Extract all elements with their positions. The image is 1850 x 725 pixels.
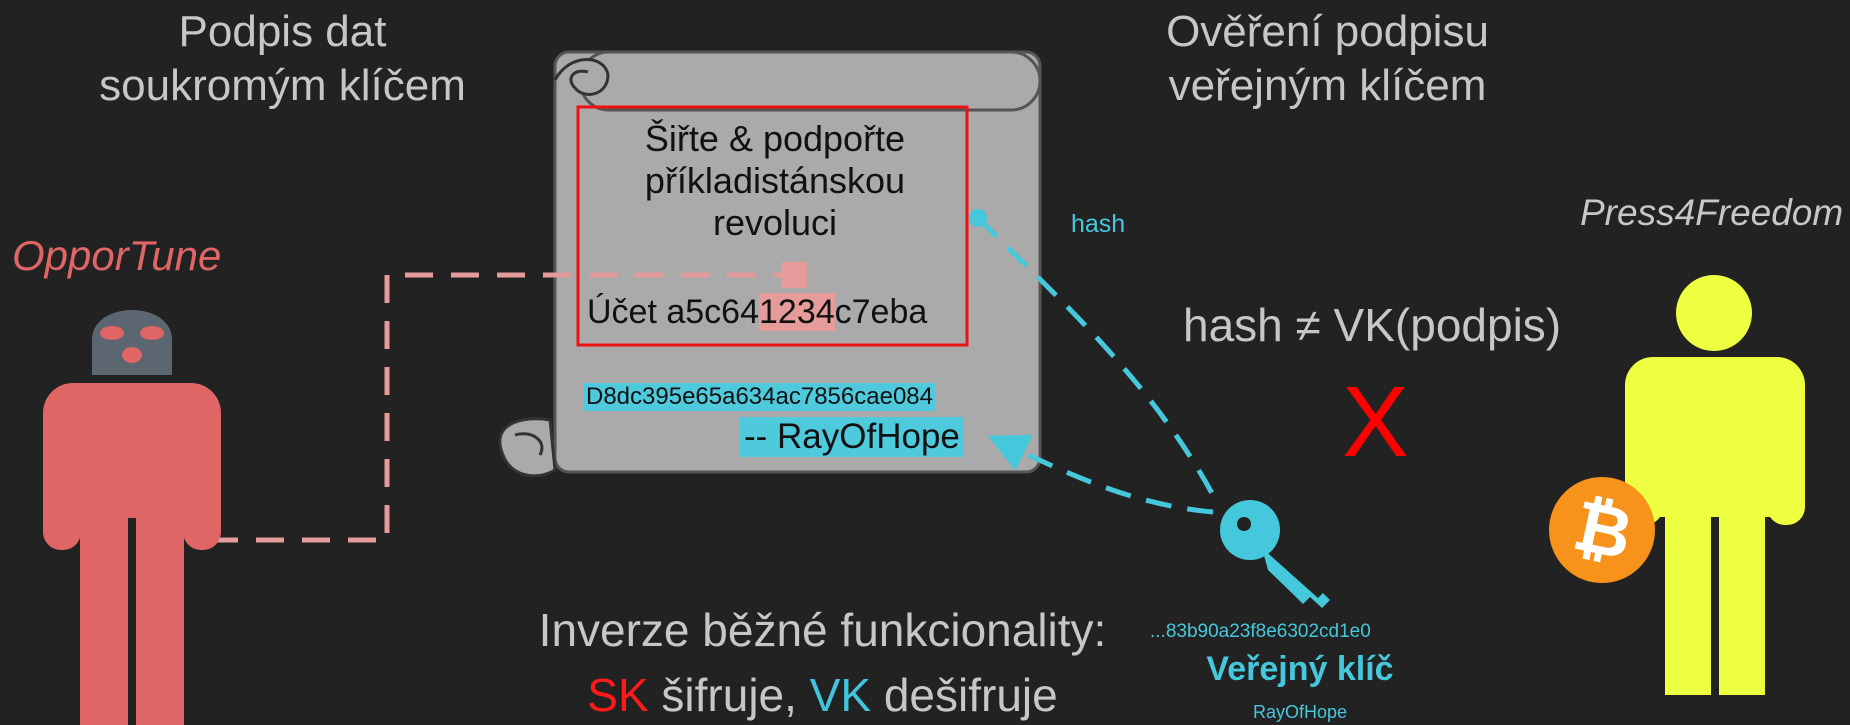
account-prefix: Účet a5c64	[587, 293, 759, 331]
account-tampered-digits: 1234	[759, 293, 835, 331]
note-sk-text: šifruje,	[648, 669, 810, 721]
attacker-name: OpporTune	[12, 232, 222, 279]
document-line2: příkladistánskou	[644, 160, 906, 201]
signing-heading-line1: Podpis dat	[178, 7, 387, 56]
masked-head-icon	[92, 310, 172, 375]
key-hash: ...83b90a23f8e6302cd1e0	[1150, 621, 1371, 642]
document-line3: revoluci	[712, 202, 838, 243]
document-body: Šiřte & podpořte příkladistánskou revolu…	[590, 118, 960, 244]
account-suffix: c7eba	[834, 293, 928, 331]
hash-dot	[969, 209, 987, 227]
document-signer: -- RayOfHope	[740, 417, 964, 457]
note-sk: SK	[587, 669, 649, 721]
note-line1: Inverze běžné funkcionality:	[538, 604, 1107, 656]
hash-arrow	[976, 216, 1216, 497]
signing-heading-line2: soukromým klíčem	[99, 61, 466, 110]
document-signature: D8dc395e65a634ac7856cae084	[584, 383, 935, 411]
key-title: Veřejný klíč	[1206, 650, 1394, 688]
attacker-figure	[43, 383, 221, 725]
note-line2: SK šifruje, VK dešifruje	[515, 668, 1130, 722]
fail-mark: X	[1342, 366, 1409, 478]
note-vk-text: dešifruje	[871, 669, 1058, 721]
verification-result: hash ≠ VK(podpis)	[1183, 299, 1562, 351]
document-line1: Šiřte & podpořte	[644, 118, 906, 159]
signing-heading: Podpis dat soukromým klíčem	[20, 5, 545, 113]
verification-heading-line2: veřejným klíčem	[1168, 61, 1487, 110]
modified-content-box	[576, 105, 969, 347]
hash-label: hash	[1071, 210, 1126, 238]
receiver-name: Press4Freedom	[1580, 192, 1844, 233]
key-icon	[1220, 500, 1330, 608]
note-vk: VK	[809, 669, 872, 721]
bitcoin-coin-icon	[1549, 477, 1655, 583]
receiver-figure	[1625, 275, 1805, 695]
verification-heading-line1: Ověření podpisu	[1166, 7, 1489, 56]
key-owner: RayOfHope	[1252, 702, 1348, 722]
account-number: Účet a5c641234c7eba	[587, 293, 927, 332]
verification-heading: Ověření podpisu veřejným klíčem	[1100, 5, 1555, 113]
scroll-document	[498, 50, 1042, 478]
